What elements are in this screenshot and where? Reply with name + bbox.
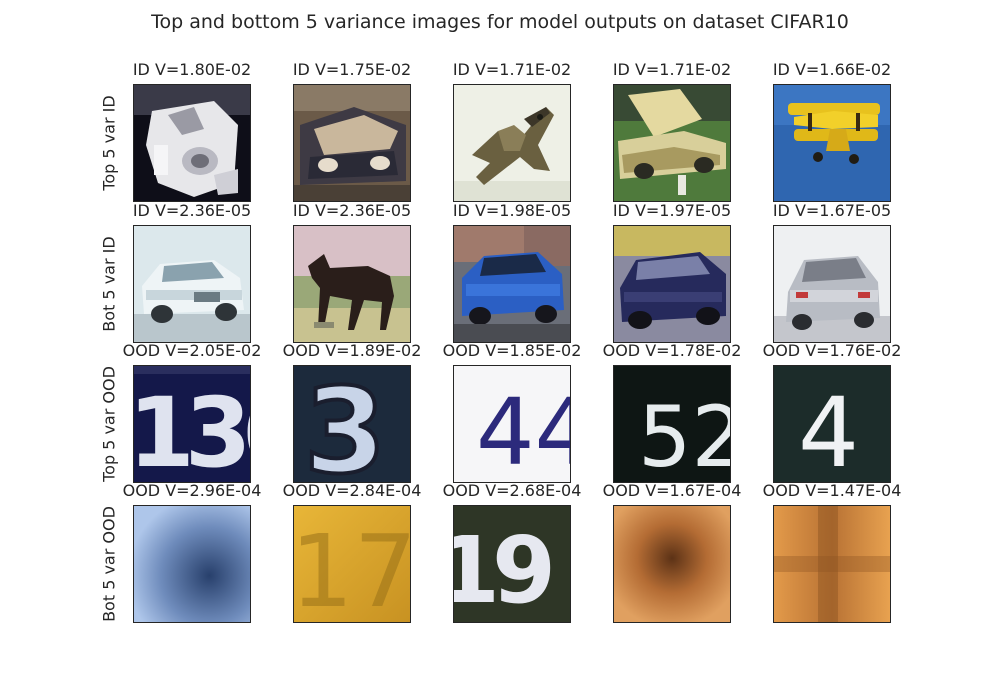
- image-thumbnail: [133, 225, 251, 343]
- panel-title: ID V=1.71E-02: [452, 60, 572, 79]
- panel-title: OOD V=2.96E-04: [122, 481, 262, 500]
- house-number-digits: 19: [454, 517, 551, 622]
- house-number-digits: 136: [134, 377, 250, 482]
- image-thumbnail: [613, 505, 731, 623]
- image-thumbnail: 17: [293, 505, 411, 623]
- panel-title: ID V=2.36E-05: [292, 201, 412, 220]
- image-thumbnail: [613, 225, 731, 343]
- panel-title: ID V=2.36E-05: [132, 201, 252, 220]
- image-thumbnail: [293, 225, 411, 343]
- panel-title: ID V=1.71E-02: [612, 60, 732, 79]
- house-number-digits: 17: [294, 513, 410, 622]
- panel-title: OOD V=1.76E-02: [762, 341, 902, 360]
- panel-title: ID V=1.98E-05: [452, 201, 572, 220]
- panel-title: ID V=1.80E-02: [132, 60, 252, 79]
- image-thumbnail: 19: [453, 505, 571, 623]
- image-thumbnail: [453, 84, 571, 202]
- row-label-bot-id: Bot 5 var ID: [99, 236, 119, 332]
- panel-title: OOD V=1.85E-02: [442, 341, 582, 360]
- house-number-digits: 3: [304, 366, 386, 482]
- house-number-digits: 44: [476, 379, 570, 482]
- image-thumbnail: 52: [613, 365, 731, 483]
- row-label-bot-ood: Bot 5 var OOD: [99, 506, 119, 622]
- image-thumbnail: 136: [133, 365, 251, 483]
- image-thumbnail: 3: [293, 365, 411, 483]
- panel-title: OOD V=1.89E-02: [282, 341, 422, 360]
- row-label-top-id: Top 5 var ID: [99, 95, 119, 191]
- image-thumbnail: [773, 505, 891, 623]
- image-thumbnail: 4: [773, 365, 891, 483]
- panel-title: OOD V=2.05E-02: [122, 341, 262, 360]
- figure-title: Top and bottom 5 variance images for mod…: [151, 11, 849, 33]
- image-thumbnail: [133, 505, 251, 623]
- image-thumbnail: [773, 84, 891, 202]
- image-thumbnail: [293, 84, 411, 202]
- row-label-top-ood: Top 5 var OOD: [99, 366, 119, 482]
- image-thumbnail: [773, 225, 891, 343]
- panel-title: ID V=1.66E-02: [772, 60, 892, 79]
- panel-title: ID V=1.75E-02: [292, 60, 412, 79]
- panel-title: ID V=1.97E-05: [612, 201, 732, 220]
- panel-title: ID V=1.67E-05: [772, 201, 892, 220]
- image-thumbnail: [133, 84, 251, 202]
- house-number-digits: 52: [638, 388, 730, 482]
- panel-title: OOD V=1.47E-04: [762, 481, 902, 500]
- panel-title: OOD V=2.84E-04: [282, 481, 422, 500]
- image-thumbnail: [613, 84, 731, 202]
- panel-title: OOD V=2.68E-04: [442, 481, 582, 500]
- house-number-digits: 4: [798, 377, 859, 482]
- image-thumbnail: [453, 225, 571, 343]
- image-thumbnail: 44: [453, 365, 571, 483]
- panel-title: OOD V=1.78E-02: [602, 341, 742, 360]
- panel-title: OOD V=1.67E-04: [602, 481, 742, 500]
